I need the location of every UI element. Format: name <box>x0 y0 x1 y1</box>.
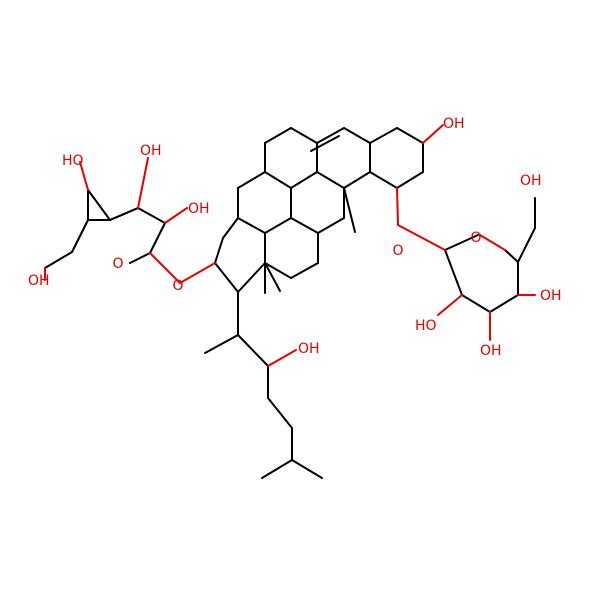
oh-label-right-ch2: OH <box>520 173 542 189</box>
oh-label-side-chain: OH <box>298 341 320 357</box>
oh-label-steroid: OH <box>443 116 465 132</box>
ho-label-left-top: HO <box>62 153 84 169</box>
oh-label-right-c3: OH <box>480 343 502 359</box>
atom-labels: OH O O OH OH OH HO OH O O OH OH HO OH <box>28 116 562 359</box>
o-label-ether-right: O <box>392 243 403 259</box>
oh-label-right-c4: OH <box>540 288 562 304</box>
oh-label-left-top: OH <box>140 143 162 159</box>
oh-label-left-mid: OH <box>188 201 210 217</box>
carbon-bonds <box>44 127 536 479</box>
o-label-ether-left: O <box>172 278 183 294</box>
o-label-ring-right: O <box>470 230 481 246</box>
o-label-ring-left: O <box>112 256 123 272</box>
ho-label-right-c2: HO <box>415 318 437 334</box>
oxygen-bonds <box>44 124 536 367</box>
oh-label-left-ch2: OH <box>28 273 50 289</box>
